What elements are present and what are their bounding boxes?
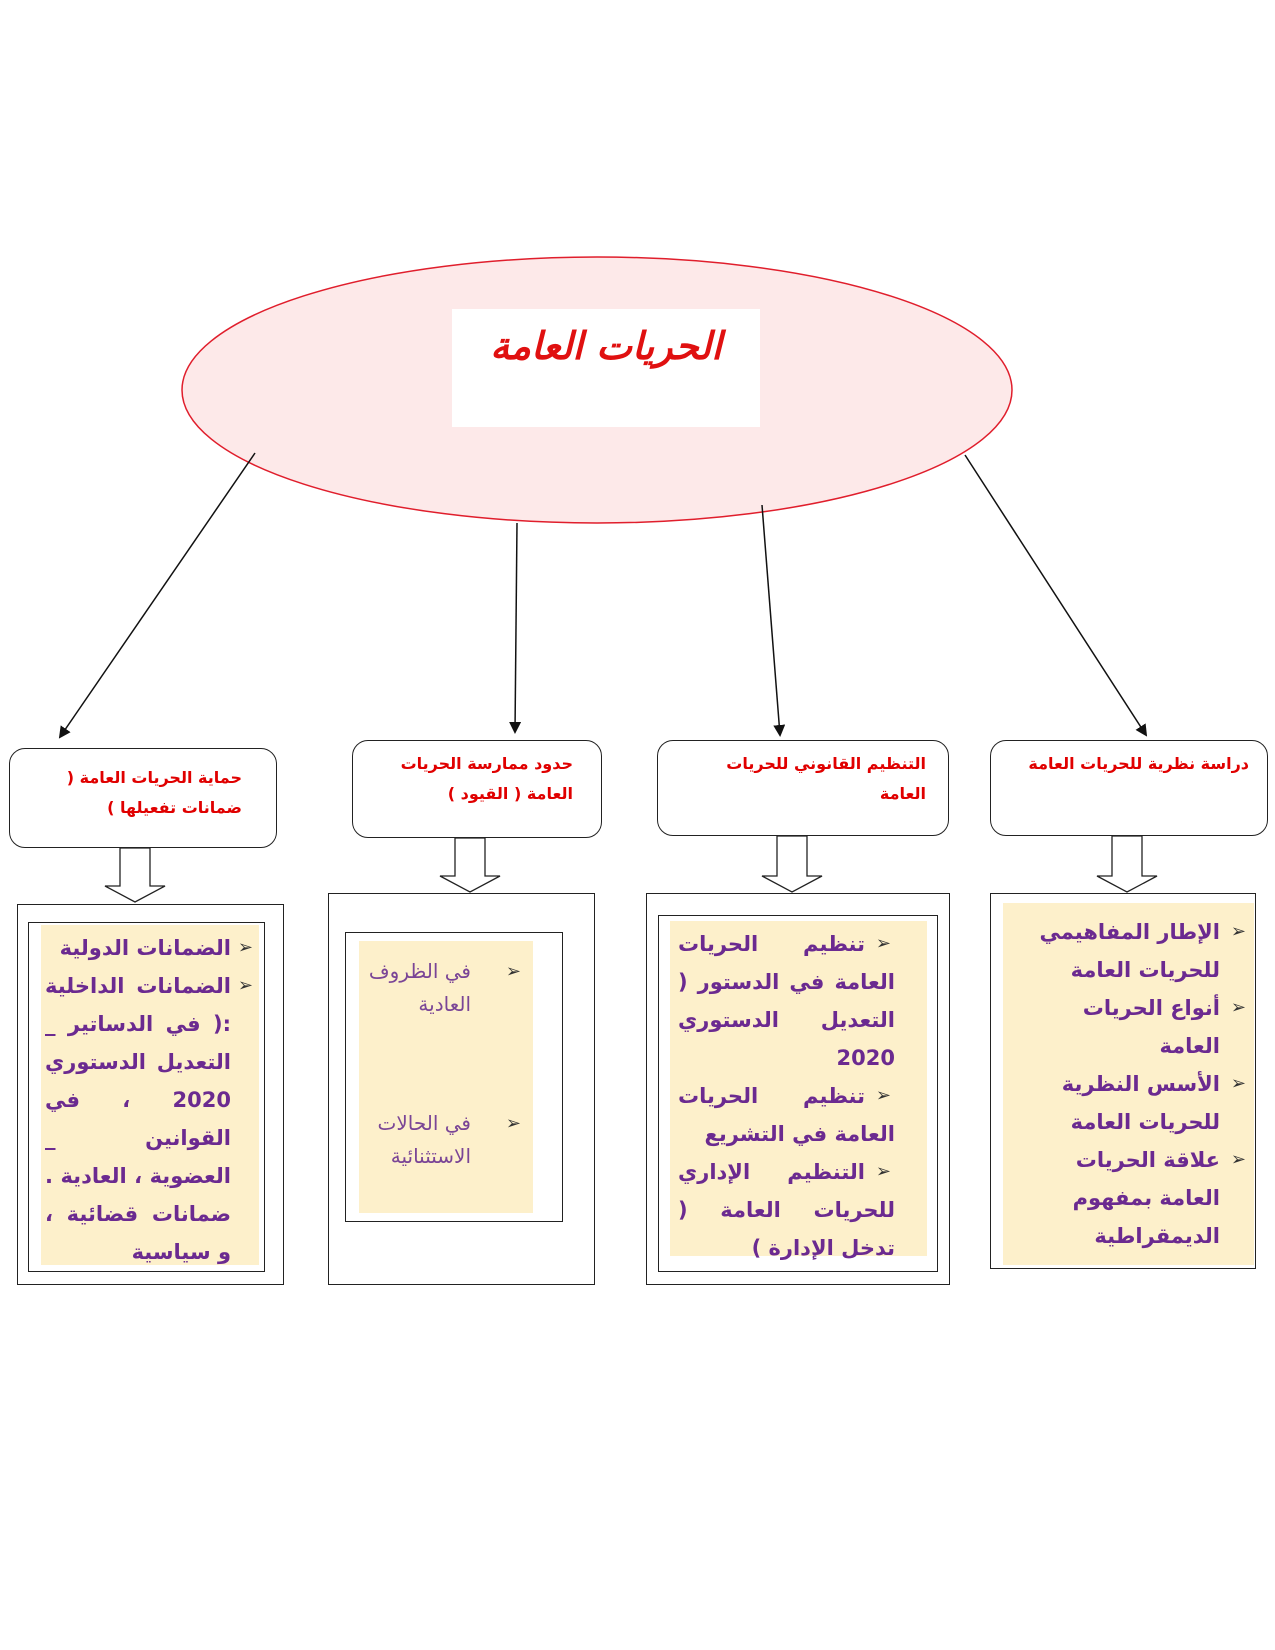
list-item: ➢في الظروف العادية: [365, 955, 527, 1021]
arrow-to-protection: [58, 452, 256, 739]
root-title-box: الحريات العامة: [452, 309, 760, 427]
content-panel: ➢تنظيم الحريات العامة في الدستور ( التعد…: [670, 921, 927, 1260]
arrow-to-theory: [964, 454, 1148, 737]
checkmark-arrow-icon: ➢: [1230, 1073, 1246, 1094]
content-inner-frame: ➢تنظيم الحريات العامة في الدستور ( التعد…: [658, 915, 938, 1272]
content-frame-legal: ➢تنظيم الحريات العامة في الدستور ( التعد…: [646, 893, 950, 1285]
list-item: ➢التنظيم الإداري للحريات العامة ( تدخل ا…: [678, 1153, 921, 1267]
checkmark-arrow-icon: ➢: [237, 937, 253, 958]
category-theory: دراسة نظرية للحريات العامة: [990, 740, 1268, 836]
content-frame-limits: ➢في الظروف العادية ➢في الحالات الاستثنائ…: [328, 893, 595, 1285]
hollow-down-arrow-icon: [104, 847, 166, 903]
content-inner-frame: ➢الضمانات الدولية ➢الضمانات الداخلية :( …: [28, 922, 265, 1272]
content-frame-protection: ➢الضمانات الدولية ➢الضمانات الداخلية :( …: [17, 904, 284, 1285]
list-item: ➢الأسس النظرية للحريات العامة: [1033, 1065, 1246, 1141]
arrow-to-legal: [761, 504, 786, 737]
list-item: ➢الإطار المفاهيمي للحريات العامة: [1033, 913, 1246, 989]
list-item: ➢الضمانات الداخلية :( في الدساتير _ التع…: [45, 967, 253, 1271]
content-panel: ➢الضمانات الدولية ➢الضمانات الداخلية :( …: [41, 925, 259, 1265]
checkmark-arrow-icon: ➢: [505, 1113, 521, 1134]
hollow-down-arrow-icon: [1096, 835, 1158, 893]
root-title: الحريات العامة: [490, 323, 722, 368]
checkmark-arrow-icon: ➢: [875, 1161, 891, 1182]
hollow-down-arrow-icon: [439, 837, 501, 893]
list-item: ➢تنظيم الحريات العامة في التشريع: [678, 1077, 921, 1153]
content-inner-frame: ➢في الظروف العادية ➢في الحالات الاستثنائ…: [345, 932, 563, 1222]
checkmark-arrow-icon: ➢: [237, 975, 253, 996]
checkmark-arrow-icon: ➢: [1230, 1149, 1246, 1170]
category-label: دراسة نظرية للحريات العامة: [1028, 754, 1249, 773]
list-item: ➢في الحالات الاستثنائية: [365, 1107, 527, 1173]
checkmark-arrow-icon: ➢: [1230, 921, 1246, 942]
category-legal: التنظيم القانوني للحريات العامة: [657, 740, 949, 836]
category-limits: حدود ممارسة الحريات العامة ( القيود ): [352, 740, 602, 838]
content-panel: ➢الإطار المفاهيمي للحريات العامة ➢أنواع …: [1003, 903, 1254, 1265]
checkmark-arrow-icon: ➢: [1230, 997, 1246, 1018]
checkmark-arrow-icon: ➢: [505, 961, 521, 982]
content-panel: ➢في الظروف العادية ➢في الحالات الاستثنائ…: [359, 941, 533, 1213]
arrow-to-limits: [509, 522, 522, 734]
category-label: التنظيم القانوني للحريات العامة: [726, 754, 926, 803]
checkmark-arrow-icon: ➢: [875, 933, 891, 954]
list-item: ➢تنظيم الحريات العامة في الدستور ( التعد…: [678, 925, 921, 1077]
hollow-down-arrow-icon: [761, 835, 823, 893]
category-label: حماية الحريات العامة ( ضمانات تفعيلها ): [66, 768, 242, 817]
checkmark-arrow-icon: ➢: [875, 1085, 891, 1106]
category-label: حدود ممارسة الحريات العامة ( القيود ): [400, 754, 573, 803]
content-frame-theory: ➢الإطار المفاهيمي للحريات العامة ➢أنواع …: [990, 893, 1256, 1269]
list-item: ➢الضمانات الدولية: [45, 929, 253, 967]
category-protection: حماية الحريات العامة ( ضمانات تفعيلها ): [9, 748, 277, 848]
list-item: ➢علاقة الحريات العامة بمفهوم الديمقراطية: [1033, 1141, 1246, 1255]
list-item: ➢أنواع الحريات العامة: [1033, 989, 1246, 1065]
